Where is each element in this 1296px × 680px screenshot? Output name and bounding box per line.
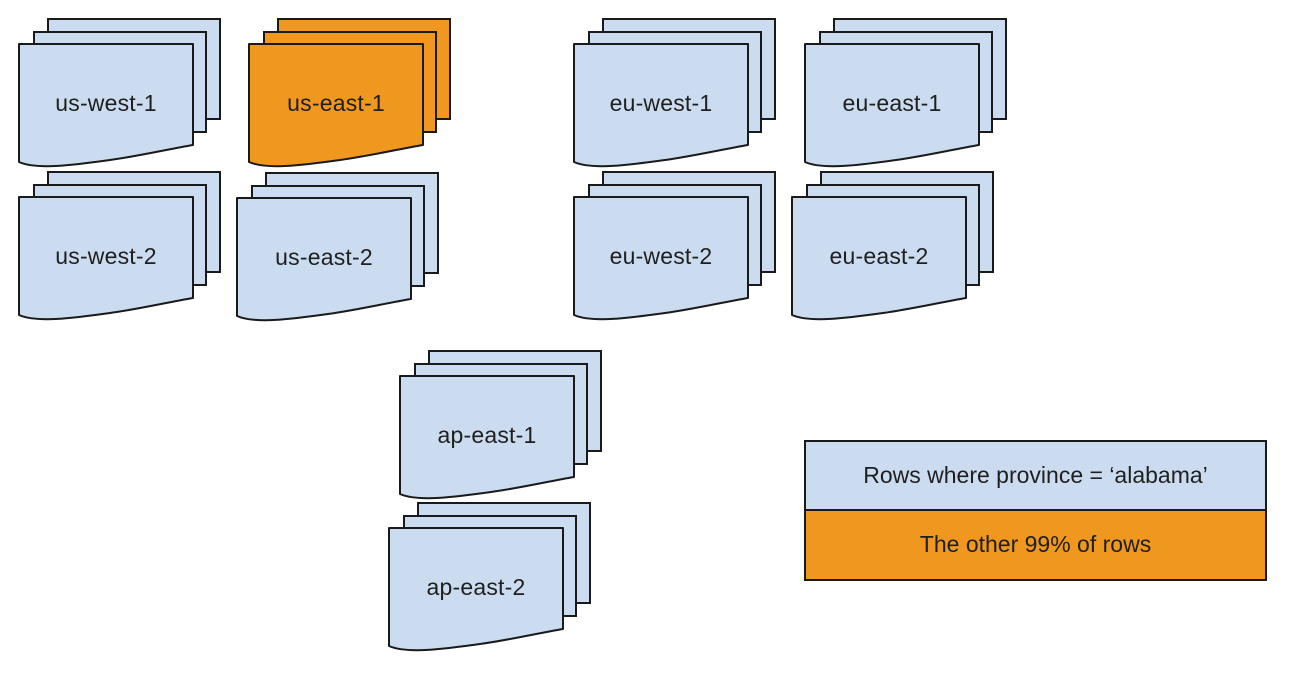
region-label: ap-east-1 — [437, 421, 537, 448]
region-stack-us-east-1: us-east-1 — [248, 18, 453, 170]
legend: Rows where province = ‘alabama’ The othe… — [804, 440, 1267, 581]
region-label: eu-east-2 — [829, 242, 929, 269]
region-stack-us-east-2: us-east-2 — [236, 172, 441, 324]
region-stack-ap-east-1: ap-east-1 — [399, 350, 604, 502]
region-label: eu-west-2 — [609, 242, 713, 269]
document-shape — [18, 43, 194, 168]
document-shape — [791, 196, 967, 321]
document-shape — [573, 196, 749, 321]
region-stack-eu-west-1: eu-west-1 — [573, 18, 778, 170]
document-shape — [804, 43, 980, 168]
region-label: eu-east-1 — [842, 89, 942, 116]
region-stack-eu-west-2: eu-west-2 — [573, 171, 778, 323]
region-label: ap-east-2 — [426, 573, 526, 600]
region-label: us-east-1 — [287, 89, 385, 116]
region-label: us-east-2 — [275, 243, 373, 270]
region-stack-ap-east-2: ap-east-2 — [388, 502, 593, 654]
document-shape — [399, 375, 575, 500]
region-stack-eu-east-2: eu-east-2 — [791, 171, 996, 323]
region-label: eu-west-1 — [609, 89, 713, 116]
legend-item-alabama-rows: Rows where province = ‘alabama’ — [806, 442, 1265, 511]
legend-item-other-rows: The other 99% of rows — [806, 510, 1265, 579]
document-shape — [573, 43, 749, 168]
legend-item-label: The other 99% of rows — [919, 531, 1152, 558]
document-shape — [388, 527, 564, 652]
document-shape — [248, 43, 424, 168]
region-stack-eu-east-1: eu-east-1 — [804, 18, 1009, 170]
legend-item-label: Rows where province = ‘alabama’ — [863, 461, 1208, 488]
document-shape — [236, 197, 412, 322]
region-stack-us-west-1: us-west-1 — [18, 18, 223, 170]
document-shape — [18, 196, 194, 321]
region-label: us-west-1 — [55, 89, 157, 116]
region-label: us-west-2 — [55, 242, 157, 269]
region-stack-us-west-2: us-west-2 — [18, 171, 223, 323]
